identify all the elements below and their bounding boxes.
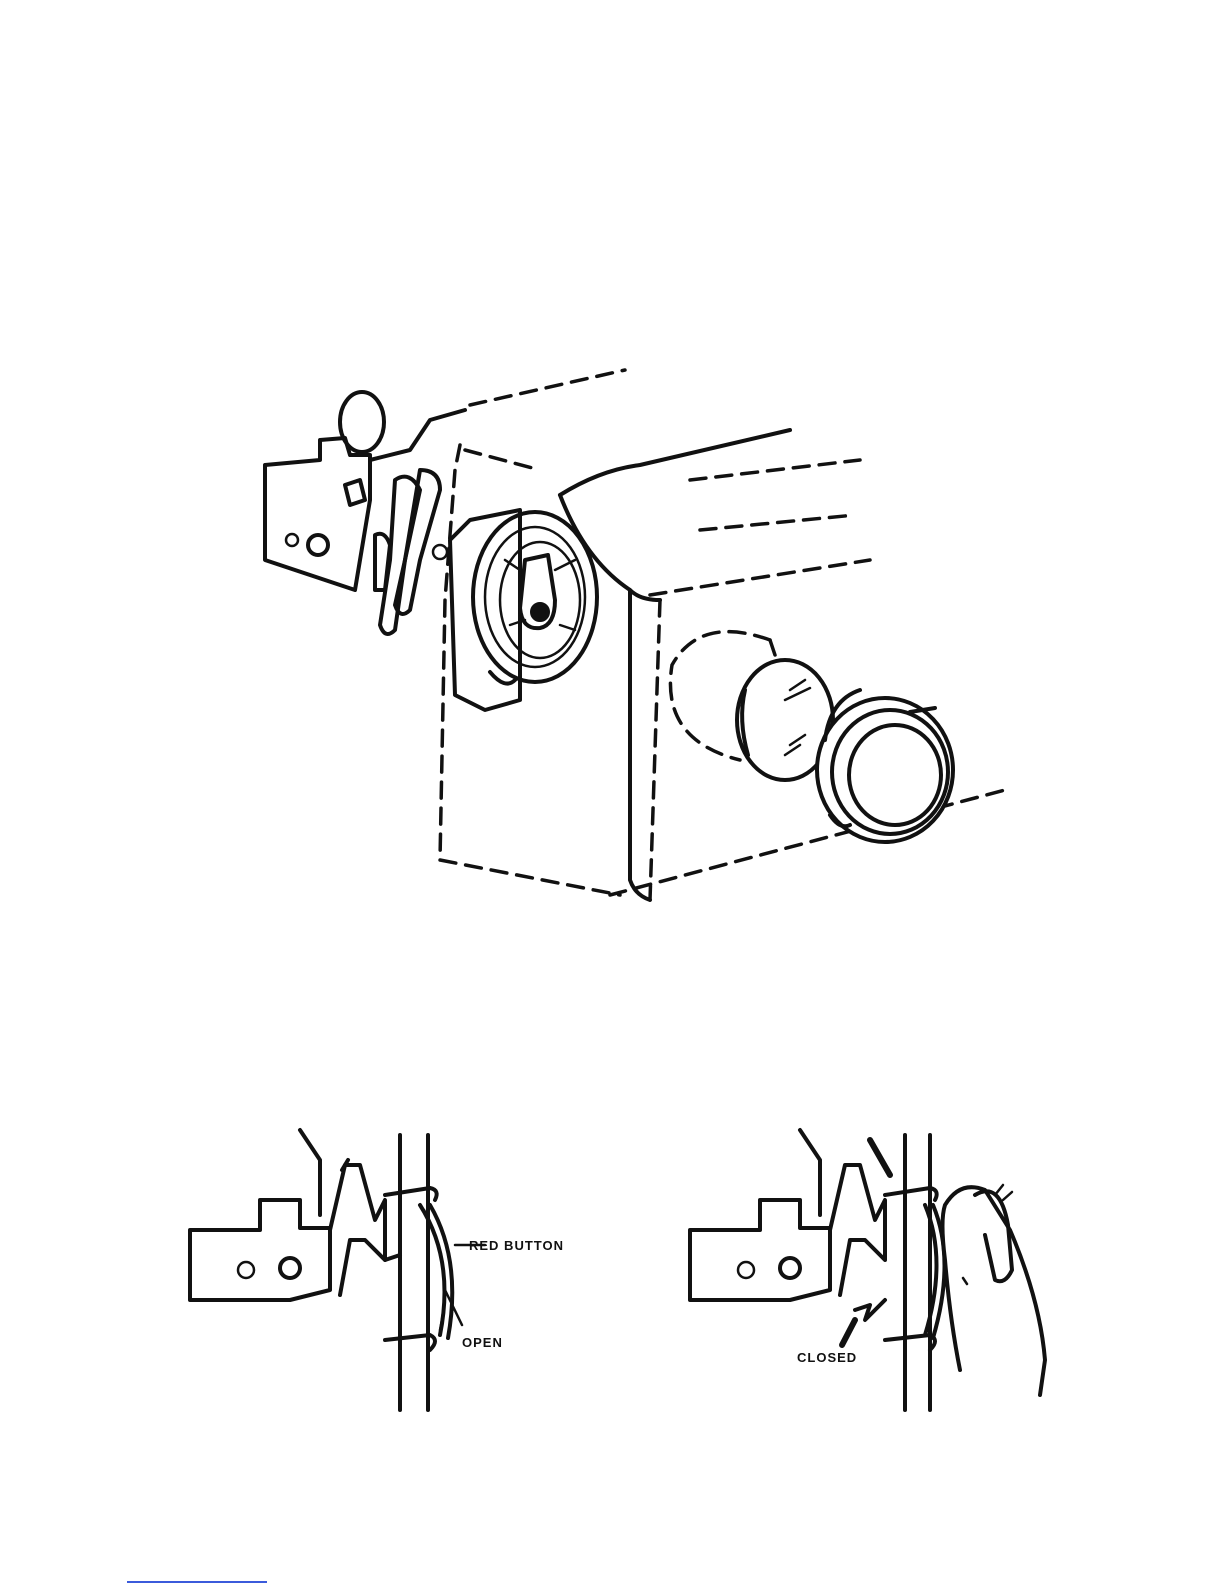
presser-assembly — [265, 392, 465, 634]
hook-race-ring — [817, 690, 953, 842]
machine-bed-illustration — [265, 370, 1005, 900]
bobbin-case-plate — [450, 510, 597, 710]
page-bottom-rule — [127, 1581, 267, 1583]
label-red-button: RED BUTTON — [469, 1238, 564, 1253]
machine-body-outline — [560, 430, 790, 900]
detail-open-illustration — [190, 1130, 485, 1410]
detail-closed-illustration — [690, 1130, 1045, 1410]
label-closed: CLOSED — [797, 1350, 857, 1365]
label-red-button-group: RED BUTTON — [469, 1238, 564, 1253]
label-open: OPEN — [462, 1335, 503, 1350]
label-closed-group: CLOSED — [797, 1350, 857, 1365]
label-open-group: OPEN — [462, 1335, 503, 1350]
